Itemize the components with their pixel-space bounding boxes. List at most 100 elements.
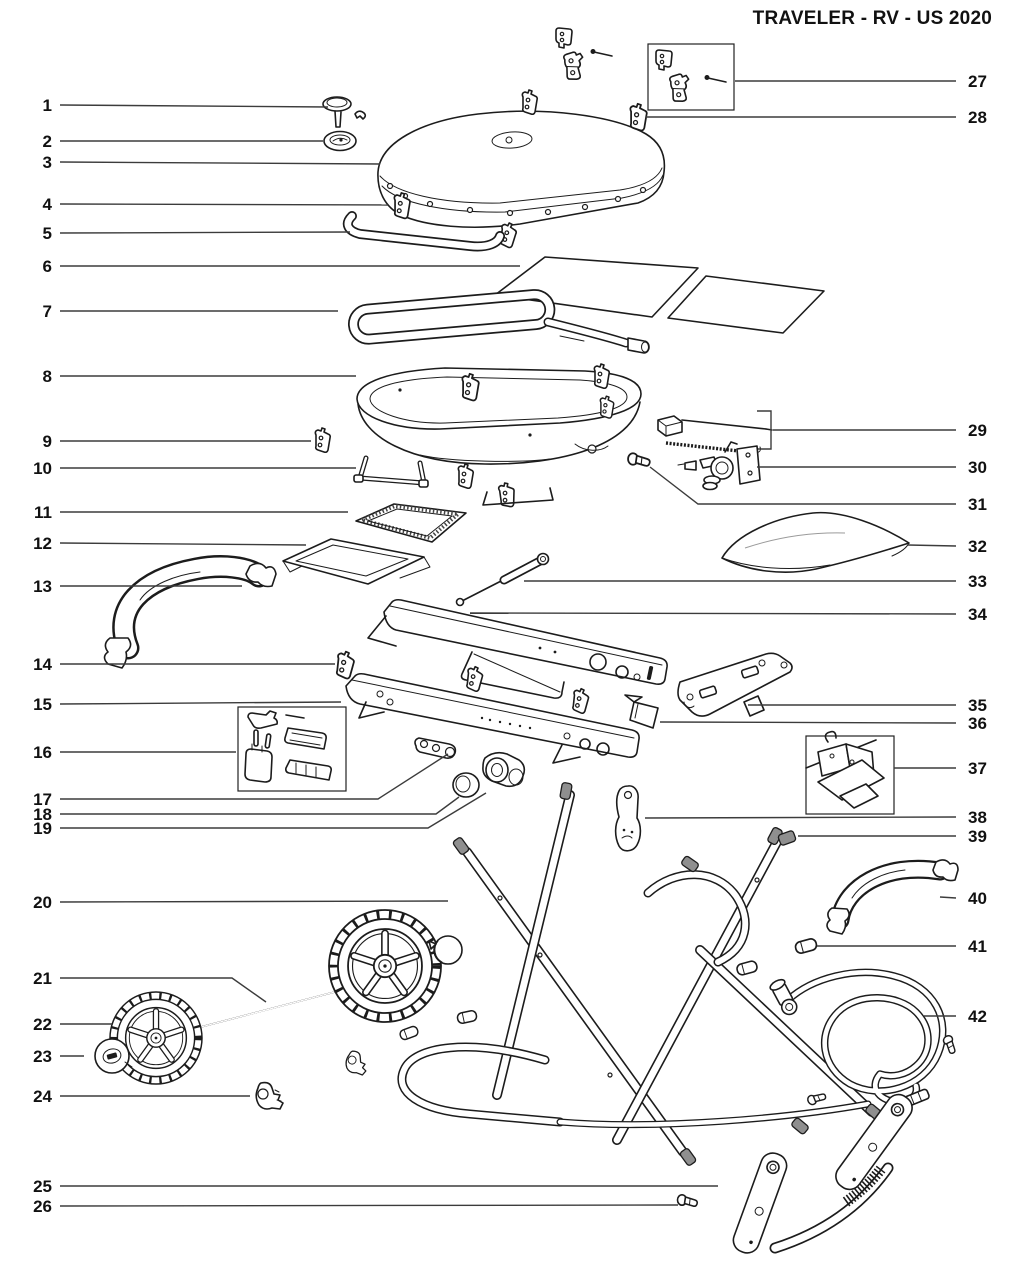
callout-3-leader [59,161,381,165]
callout-21-label: 21 [33,969,52,988]
callout-21-leader [60,977,267,1003]
part-gas-hose [769,968,947,1108]
part-rail-clamp [334,649,356,680]
part-foot-bolt [676,1194,699,1208]
lid-logo [491,131,533,149]
callout-23-label: 23 [33,1047,52,1066]
leg-end-cap-icon [791,1117,809,1135]
part-gas-valve [677,441,761,491]
callout-15-label: 15 [33,695,52,714]
callout-36-label: 36 [968,714,987,733]
part-drip-tray [282,538,431,585]
diagram-title: TRAVELER - RV - US 2020 [752,8,992,29]
callout-19-leader [60,792,487,829]
part-wheel-left [110,992,202,1084]
callout-17-label: 17 [33,790,52,809]
sleeve-icon [455,1009,479,1025]
part-manifold [414,737,457,759]
callout-5-label: 5 [43,224,52,243]
callout-33-label: 33 [968,572,987,591]
part-thermometer-grommet [322,96,367,128]
callout-40-leader [939,896,957,899]
wheel-cap-icon [428,935,463,965]
callout-38-leader [644,816,957,819]
wire-bracket-icon [482,487,554,506]
callout-15-leader [59,701,342,705]
callout-17-leader [60,753,449,800]
latch-icon [345,1050,367,1076]
callout-41-label: 41 [968,937,987,956]
part-mount-bracket [677,652,793,717]
part-burner-tube [348,289,650,354]
knurl-grip-icon [842,1165,886,1207]
callout-10-label: 10 [33,459,52,478]
callout-32-leader [907,544,957,547]
part-latch-handle [614,785,642,852]
callout-16-label: 16 [33,743,52,762]
callout-22-label: 22 [33,1015,52,1034]
part-cookbox [356,367,642,465]
callout-31-label: 31 [968,495,987,514]
part-lid [377,110,666,229]
leg-end-cap-icon [559,782,573,800]
part-gas-strut [455,552,550,607]
part-side-table [721,511,910,573]
callout-18-leader [60,796,460,815]
callout-25-label: 25 [33,1177,52,1196]
callout-19-label: 19 [33,819,52,838]
rail-clamp-icon [465,665,485,693]
callout-8-label: 8 [43,367,52,386]
part-lid-handle [342,211,505,252]
rail-clamp-icon [571,687,591,715]
callout-12-label: 12 [33,534,52,553]
part-clip-bracket [314,427,332,454]
lid-bracket-icon [521,89,539,116]
part-igniter-button [627,452,651,467]
cookbox-lower-bracket-icon [457,463,475,490]
sleeve-icon [398,1024,420,1042]
callout-24-label: 24 [33,1087,52,1106]
part-cart-frame [397,782,883,1166]
part-axle-latch [255,1081,284,1110]
part-angle-bracket [624,694,659,729]
callout-39-label: 39 [968,827,987,846]
callout-28-label: 28 [968,108,987,127]
part-wire-bracket [353,455,429,488]
part-damper [323,130,357,152]
part-hardware-kit [237,706,347,792]
callout-38-label: 38 [968,808,987,827]
part-hub-cap [94,1038,133,1074]
part-spacer-sleeve [793,936,819,956]
callout-4-label: 4 [43,195,53,214]
callout-1-label: 1 [43,96,52,115]
leg-end-cap-icon [679,1148,697,1166]
callout-13-label: 13 [33,577,52,596]
callout-37-label: 37 [968,759,987,778]
callout-26-leader [59,1204,679,1207]
part-wheel-right [329,910,441,1022]
part-carry-handle [103,555,277,669]
callout-29-bracket [752,410,772,450]
callout-42-label: 42 [968,1007,987,1026]
callout-31-leader [649,466,956,505]
leg-end-cap-icon [681,855,699,873]
callout-14-label: 14 [33,655,52,674]
callout-20-label: 20 [33,893,52,912]
callout-7-label: 7 [43,302,52,321]
callout-5-leader [59,231,351,234]
callout-4-leader [59,203,389,206]
callout-35-label: 35 [968,696,987,715]
callout-30-label: 30 [968,458,987,477]
part-end-cap [777,830,797,846]
part-rear-handle [826,859,959,935]
callout-26-label: 26 [33,1197,52,1216]
part-drip-pan [355,503,467,543]
part-foot-assembly [732,1093,913,1254]
bolt-icon [805,1088,828,1108]
callout-3-label: 3 [43,153,52,172]
callout-34-leader [469,612,957,615]
callout-9-label: 9 [43,432,52,451]
callout-6-label: 6 [43,257,52,276]
